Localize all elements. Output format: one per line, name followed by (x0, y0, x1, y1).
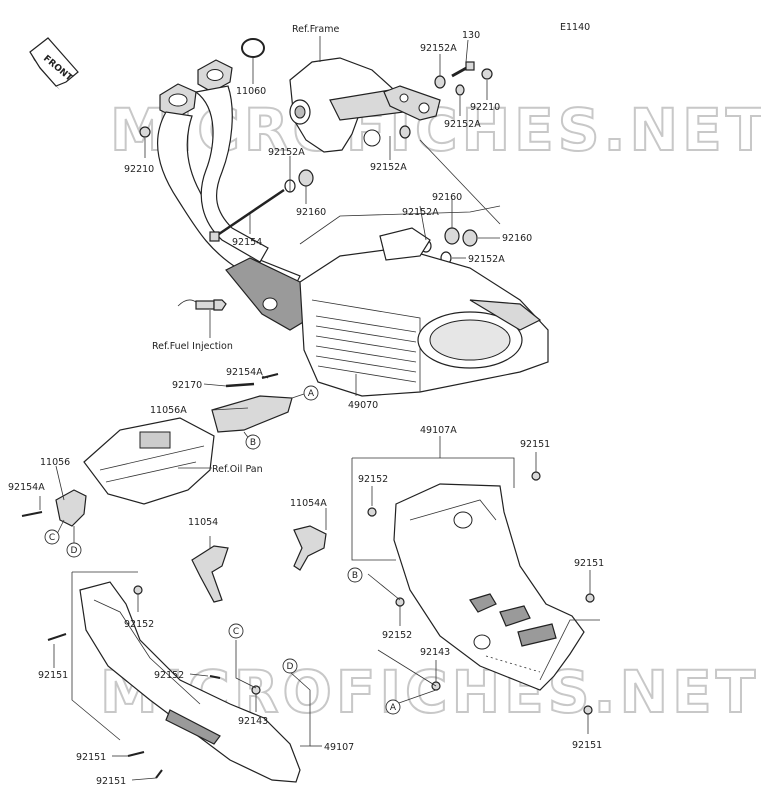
bolt-92154 (209, 188, 285, 242)
grommet-92160-right (462, 229, 478, 247)
label-92152A-left: 92152A (268, 147, 305, 158)
bolt-92151-bl2 (155, 769, 163, 779)
grommet-92160-top (444, 227, 460, 245)
ref-fuel-injection-label: Ref.Fuel Injection (152, 341, 233, 352)
bolt-92151-bl1 (127, 751, 145, 757)
grommet-92143-b (251, 685, 261, 695)
label-92152-d: 92152 (154, 670, 184, 681)
ref-oil-pan-label: Ref.Oil Pan (212, 464, 263, 475)
collar-92152-d (209, 675, 221, 679)
callout-B-upper: B (245, 434, 261, 450)
label-92152-a: 92152 (358, 474, 388, 485)
svg-text:C: C (233, 627, 239, 637)
callout-D-lower: D (282, 658, 298, 674)
label-92143-a: 92143 (420, 647, 450, 658)
label-11056: 11056 (40, 457, 70, 468)
svg-text:D: D (287, 662, 294, 672)
collar-92152-b (395, 597, 405, 607)
muffler-bracket (383, 85, 441, 121)
callout-C-lower: C (228, 623, 244, 639)
diagram-code: E1140 (560, 22, 590, 33)
bracket-11054 (191, 545, 229, 603)
cover-11056A (211, 395, 293, 433)
bolt-92151-l (47, 633, 67, 641)
label-92160-left: 92160 (296, 207, 326, 218)
collar-92152-a (367, 507, 377, 517)
label-92151-r: 92151 (574, 558, 604, 569)
bolt-92151-tr (531, 471, 541, 481)
label-92170: 92170 (172, 380, 202, 391)
grommet-92160-left (298, 169, 314, 187)
label-11056A: 11056A (150, 405, 187, 416)
oxygen-sensor (177, 299, 227, 311)
label-11060: 11060 (236, 86, 266, 97)
heat-shield-49107A (393, 483, 585, 691)
pin-92170 (225, 382, 255, 388)
front-arrow-icon: FRONT (29, 37, 79, 90)
callout-A-upper: A (303, 385, 319, 401)
label-92154A-left: 92154A (8, 482, 45, 493)
o-ring-11060 (241, 38, 265, 58)
collar-92152A-mid (399, 125, 411, 139)
label-92152A-top: 92152A (420, 43, 457, 54)
label-92151-bl1: 92151 (76, 752, 106, 763)
bolt-92151-br (583, 705, 593, 715)
label-49070: 49070 (348, 400, 378, 411)
label-92152A-lower: 92152A (402, 207, 439, 218)
exhaust-gasket-right (197, 59, 233, 93)
label-92151-bl2: 92151 (96, 776, 126, 787)
label-11054A: 11054A (290, 498, 327, 509)
label-11054: 11054 (188, 517, 218, 528)
callout-C-upper: C (44, 529, 60, 545)
label-92152-b: 92152 (382, 630, 412, 641)
callout-A-lower: A (385, 699, 401, 715)
svg-text:D: D (71, 546, 78, 556)
muffler-49070 (225, 227, 549, 397)
collar-92152-c (133, 585, 143, 595)
callout-D-upper: D (66, 542, 82, 558)
collar-92152A-top (434, 75, 446, 89)
leader-lines (39, 36, 600, 781)
svg-text:A: A (308, 389, 315, 399)
nut-92210-right (481, 68, 493, 80)
label-49107A: 49107A (420, 425, 457, 436)
svg-text:B: B (250, 438, 256, 448)
oil-pan (83, 417, 215, 505)
label-92152A-mid: 92152A (370, 162, 407, 173)
label-92154A-top: 92154A (226, 367, 263, 378)
bolt-92154A-left (21, 511, 43, 517)
label-92210-left: 92210 (124, 164, 154, 175)
label-92151-l: 92151 (38, 670, 68, 681)
bracket-11054A (293, 525, 327, 571)
label-49107: 49107 (324, 742, 354, 753)
label-130: 130 (462, 30, 480, 41)
label-92151-br: 92151 (572, 740, 602, 751)
frame-bracket (289, 57, 411, 153)
svg-text:B: B (352, 571, 358, 581)
label-92160-right: 92160 (502, 233, 532, 244)
svg-text:C: C (49, 533, 55, 543)
bolt-130 (451, 61, 475, 78)
bolt-92151-r (585, 593, 595, 603)
ref-frame-label: Ref.Frame (292, 24, 339, 35)
nut-92210-left (139, 126, 151, 138)
collar-92152A-right (455, 84, 465, 96)
label-92152A-right: 92152A (444, 119, 481, 130)
heat-shield-49107 (79, 581, 301, 783)
bolt-92154A-top (261, 373, 279, 379)
exhaust-gasket-left (159, 83, 197, 119)
label-92151-tr: 92151 (520, 439, 550, 450)
svg-text:A: A (390, 703, 397, 713)
label-92143-b: 92143 (238, 716, 268, 727)
label-92210-right: 92210 (470, 102, 500, 113)
bracket-11056 (55, 489, 87, 527)
callout-B-lower: B (347, 567, 363, 583)
label-92152A-bottom: 92152A (468, 254, 505, 265)
label-92152-c: 92152 (124, 619, 154, 630)
label-92160-top: 92160 (432, 192, 462, 203)
label-92154: 92154 (232, 237, 262, 248)
